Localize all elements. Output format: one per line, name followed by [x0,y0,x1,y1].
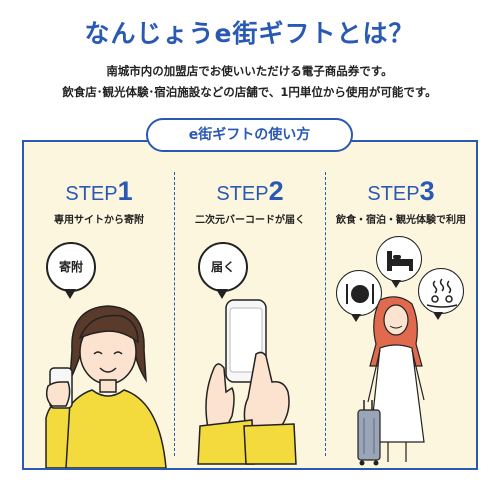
step-divider-2 [325,172,326,456]
page-title: なんじょうe街ギフトとは？ [84,19,415,48]
dining-icon-bubble [336,270,382,322]
description-line-2: 飲食店･観光体験･宿泊施設などの店舗で、1円単位から使用が可能です。 [62,85,437,99]
step-1-bubble: 寄附 [46,242,96,299]
plate-cutlery-icon [346,284,374,304]
step-2-word: STEP [216,183,269,205]
step-1-description: 専用サイトから寄附 [54,215,144,226]
bed-icon [387,251,413,271]
step-2-number: 2 [268,176,284,206]
step-2-label: STEP2 [175,176,325,207]
step-1-label: STEP1 [24,176,174,207]
step-3-label: STEP3 [326,176,476,207]
step-2-bubble: 届く [198,242,248,299]
step-3-description: 飲食・宿泊・観光体験で利用 [336,215,466,226]
description-line-1: 南城市内の加盟店でお使いいただける電子商品券です。 [106,64,393,78]
hot-spring-icon-bubble [418,268,464,320]
step-3-number: 3 [419,176,435,206]
howto-tab: e街ギフトの使い方 [146,118,353,152]
suitcase-icon [357,400,381,466]
woman-with-phone-illustration [45,305,167,468]
hot-spring-icon [426,278,458,308]
step-1-number: 1 [117,176,133,206]
step-3-word: STEP [367,183,420,205]
step-2-description: 二次元バーコードが届く [195,215,305,226]
bed-icon-bubble [376,236,422,288]
step-1-word: STEP [65,183,118,205]
hand-with-smartphone-illustration [197,299,297,465]
traveler-with-suitcase-illustration [357,296,425,466]
step-divider-1 [174,172,175,456]
